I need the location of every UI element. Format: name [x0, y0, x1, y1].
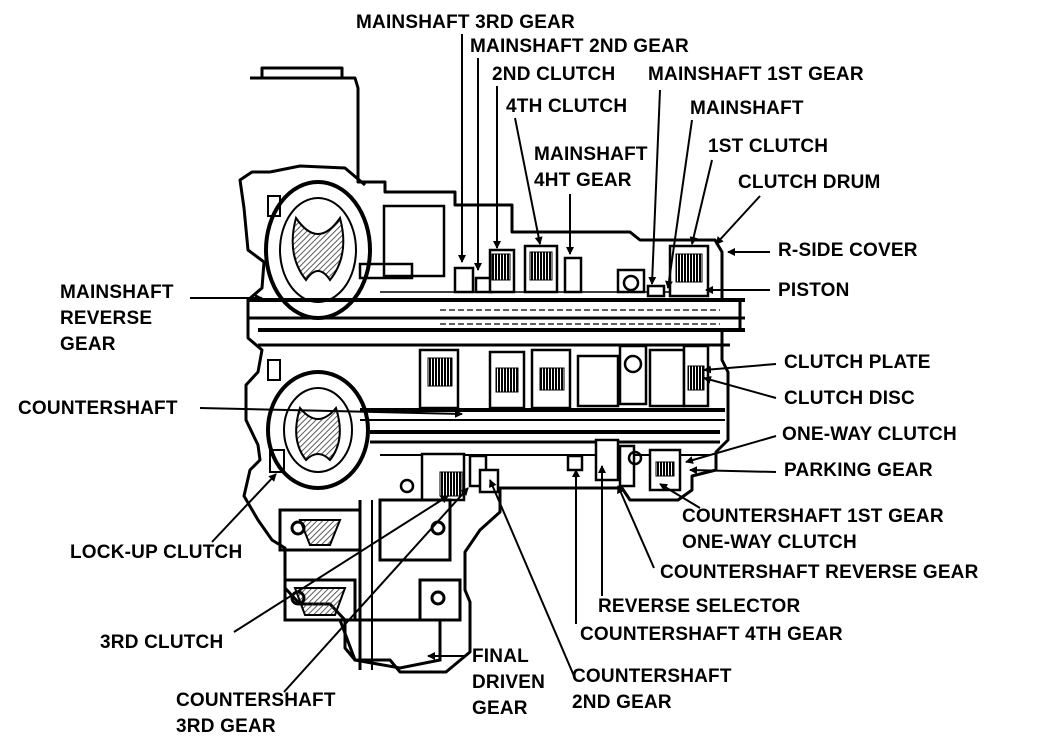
label-one-way-clutch: ONE-WAY CLUTCH — [782, 424, 957, 445]
label-clutch-disc: CLUTCH DISC — [784, 388, 915, 409]
label-mainshaft: MAINSHAFT — [690, 98, 804, 119]
label-1st-clutch: 1ST CLUTCH — [708, 136, 829, 157]
label-lock-up-clutch: LOCK-UP CLUTCH — [70, 542, 243, 563]
label-2nd-clutch: 2ND CLUTCH — [492, 64, 616, 85]
leader-lines — [190, 34, 777, 693]
label-clutch-plate: CLUTCH PLATE — [784, 352, 931, 373]
mainshaft-assembly — [248, 291, 745, 347]
label-countershaft-1st-gear-one-way-clutch: COUNTERSHAFT 1ST GEAR ONE-WAY CLUTCH — [682, 506, 944, 553]
label-reverse-selector: REVERSE SELECTOR — [598, 596, 801, 617]
label-countershaft-reverse-gear: COUNTERSHAFT REVERSE GEAR — [660, 562, 979, 583]
countershaft-assembly — [360, 408, 725, 456]
label-mainshaft-4ht-gear: MAINSHAFT 4HT GEAR — [534, 144, 648, 191]
label-mainshaft-1st-gear: MAINSHAFT 1ST GEAR — [648, 64, 864, 85]
middle-clutch-packs — [418, 344, 710, 410]
lower-gear-train — [399, 438, 682, 502]
label-mainshaft-2nd-gear: MAINSHAFT 2ND GEAR — [470, 36, 689, 57]
label-4th-clutch: 4TH CLUTCH — [506, 96, 628, 117]
transmission-housing — [238, 66, 742, 674]
label-mainshaft-reverse-gear: MAINSHAFT REVERSE GEAR — [60, 282, 174, 355]
label-countershaft-4th-gear: COUNTERSHAFT 4TH GEAR — [580, 624, 843, 645]
label-parking-gear: PARKING GEAR — [784, 460, 933, 481]
label-piston: PISTON — [778, 280, 850, 301]
upper-gear-train — [358, 204, 710, 298]
differential-assembly — [278, 498, 462, 670]
label-mainshaft-3rd-gear: MAINSHAFT 3RD GEAR — [356, 12, 575, 33]
label-r-side-cover: R-SIDE COVER — [778, 240, 918, 261]
label-countershaft-2nd-gear: COUNTERSHAFT 2ND GEAR — [572, 666, 732, 713]
torque-converter — [264, 180, 372, 490]
label-countershaft-3rd-gear: COUNTERSHAFT 3RD GEAR — [176, 690, 336, 737]
label-3rd-clutch: 3RD CLUTCH — [100, 632, 224, 653]
label-clutch-drum: CLUTCH DRUM — [738, 172, 881, 193]
label-countershaft: COUNTERSHAFT — [18, 398, 178, 419]
label-final-driven-gear: FINAL DRIVEN GEAR — [472, 646, 545, 719]
